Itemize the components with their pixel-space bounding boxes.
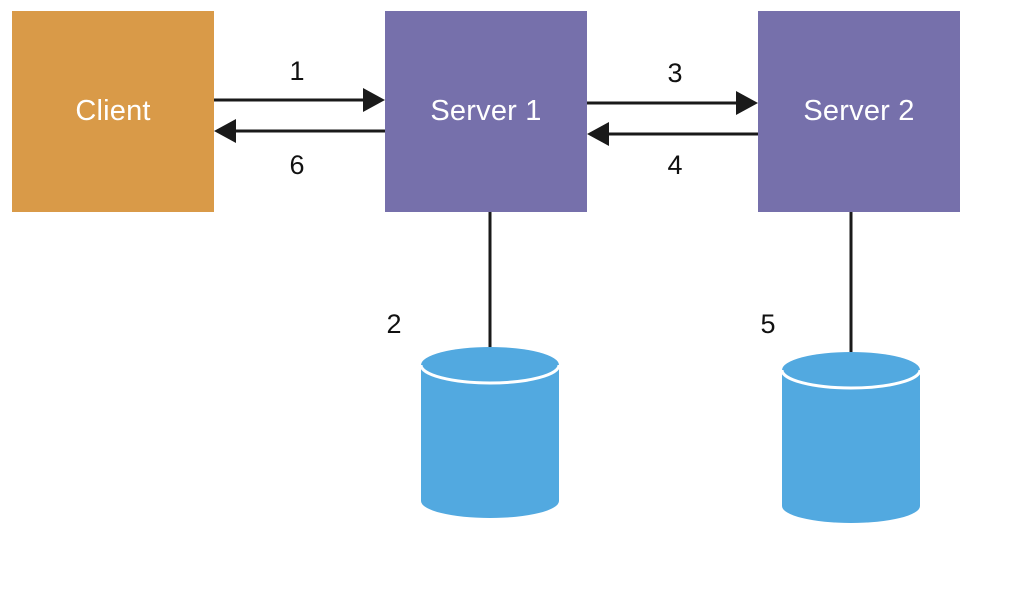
server2-node: Server 2 (758, 11, 960, 212)
step-label-6: 6 (289, 150, 305, 180)
step-label-5: 5 (760, 309, 776, 339)
step-label-1: 1 (289, 56, 305, 86)
client-label: Client (75, 95, 151, 127)
arrow-server2-to-server1 (587, 122, 758, 146)
arrow-client-to-server1 (214, 88, 385, 112)
server1-node: Server 1 (385, 11, 587, 212)
database-2-icon (780, 352, 922, 523)
server2-label: Server 2 (803, 95, 915, 127)
client-node: Client (12, 11, 214, 212)
server1-label: Server 1 (430, 95, 542, 127)
arrow-server1-to-client (214, 119, 385, 143)
database-1-icon (419, 347, 561, 518)
step-label-2: 2 (386, 309, 402, 339)
step-label-4: 4 (667, 150, 683, 180)
step-label-3: 3 (667, 58, 683, 88)
arrow-server1-to-server2 (587, 91, 758, 115)
